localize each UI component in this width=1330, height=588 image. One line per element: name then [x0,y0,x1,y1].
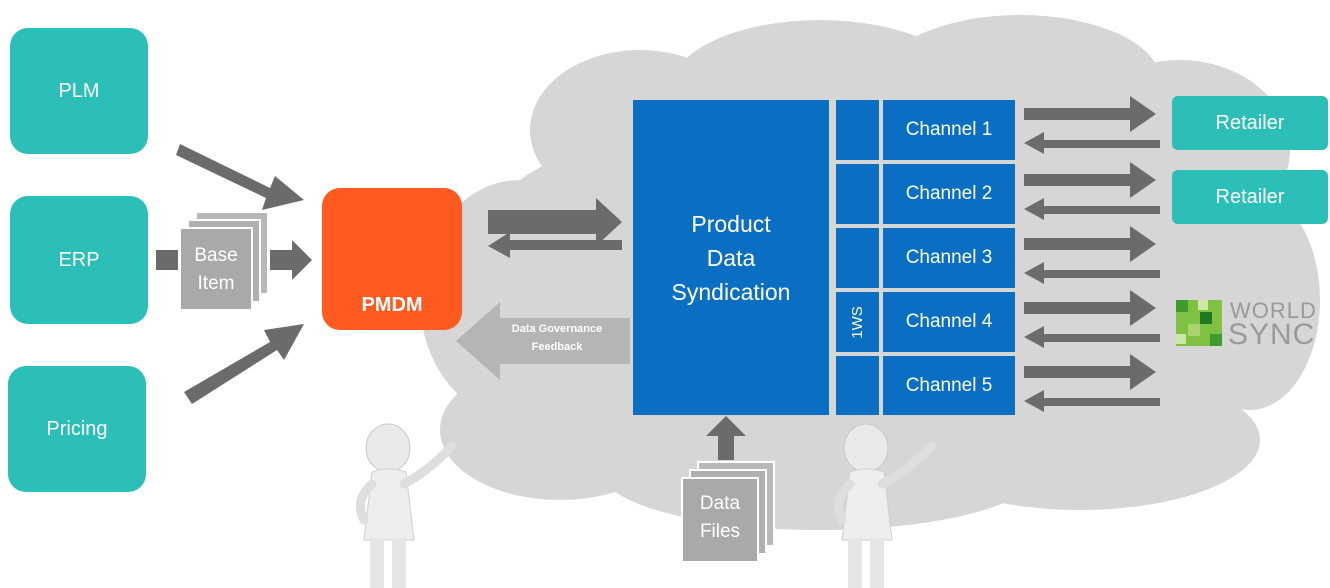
base-item-doc-icon [179,211,269,311]
channel-label: Channel 2 [905,183,993,204]
channel-slot-1ws: 1WS [836,292,879,352]
source-label: Pricing [46,417,108,440]
channel-label: Channel 1 [905,119,993,140]
channel-3-arrows [1024,226,1160,284]
source-box-plm[interactable]: PLM [10,28,148,154]
pmdm-label: PMDM [361,294,423,316]
source-box-pricing[interactable]: Pricing [8,366,146,492]
channel-5-box[interactable]: Channel 5 [883,356,1015,415]
channel-2-box[interactable]: Channel 2 [883,164,1015,224]
channel-label: Channel 5 [905,374,993,396]
channel-slot-5 [836,356,879,415]
data-files-label: Data Files [699,493,741,542]
pds-label: Product Data Syndication [671,210,791,305]
channel-slot-1 [836,100,879,160]
slot-1ws-label: 1WS [848,305,866,339]
pmdm-box[interactable]: PMDM [322,188,462,330]
arrow-pds-to-pmdm [488,232,622,258]
feedback-arrow [456,302,630,380]
channel-2-arrows [1024,162,1160,220]
channel-4-arrows [1024,290,1160,348]
data-files-doc-icon [681,461,775,563]
input-arrows [156,144,312,404]
product-data-syndication-box[interactable]: Product Data Syndication [633,100,829,415]
source-label: ERP [58,248,100,271]
source-label: PLM [58,79,100,102]
channel-slot-2 [836,164,879,224]
arrow-erp-stub [156,250,178,270]
channel-5-arrows [1024,354,1160,412]
arrow-pmdm-to-pds [488,198,622,246]
source-box-erp[interactable]: ERP [10,196,148,324]
worldsync-logo-icon [1176,300,1222,346]
channel-arrows [1024,96,1160,412]
channel-1-arrows [1024,96,1160,154]
feedback-label: Data Governance Feedback [511,323,603,353]
data-files-arrow [706,416,746,460]
channel-label: Channel 3 [905,247,993,268]
base-item-label: Base Item [194,245,238,294]
arrow-plm-to-pmdm [176,144,304,210]
person-figure-right [833,423,937,588]
channel-3-box[interactable]: Channel 3 [883,228,1015,288]
retailer-box-1[interactable]: Retailer [1172,96,1328,150]
retailer-label: Retailer [1215,185,1285,208]
arrow-erp-to-pmdm [270,240,312,280]
channel-slot-3 [836,228,879,288]
arrow-pricing-to-pmdm [184,324,304,404]
retailer-box-2[interactable]: Retailer [1172,170,1328,224]
channel-1-box[interactable]: Channel 1 [883,100,1015,160]
pmdm-pds-arrows [488,198,622,258]
worldsync-logo-text-sync: SYNC [1228,318,1316,351]
channel-label: Channel 4 [905,311,993,332]
retailer-label: Retailer [1215,111,1285,134]
person-figure-left [355,423,457,588]
worldsync-logo-text-world: WORLD [1230,298,1317,323]
channel-4-box[interactable]: Channel 4 [883,292,1015,352]
